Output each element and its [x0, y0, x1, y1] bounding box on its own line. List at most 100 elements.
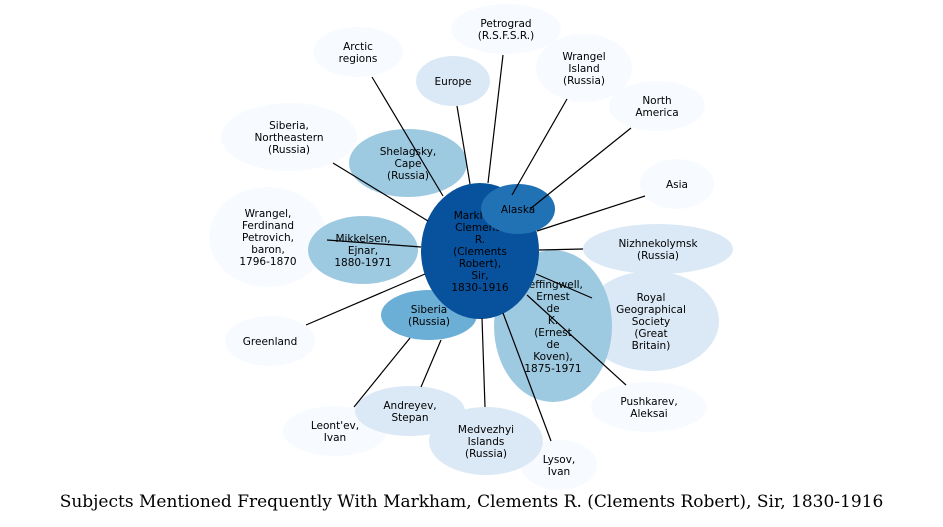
node-label-line: Ernest: [536, 291, 569, 303]
node-label-line: de: [546, 339, 559, 351]
node-label-line: Islands: [468, 436, 505, 448]
node-ellipse: [481, 184, 555, 234]
node-label-line: (Russia): [637, 250, 679, 262]
node-label-line: (Ernest: [534, 327, 572, 339]
edge-markham-medvezhyi: [481, 317, 486, 408]
edge-leffingwell-rgs: [535, 273, 593, 299]
node-label-line: 1830-1916: [451, 282, 509, 294]
node-label-line: Pushkarev,: [620, 396, 677, 408]
edges-layer: [305, 54, 646, 442]
edge-markham-asia: [536, 195, 646, 232]
node-asia[interactable]: Asia: [640, 159, 714, 209]
node-pushkarev[interactable]: Pushkarev,Aleksai: [591, 382, 707, 432]
node-label-line: Alaska: [501, 204, 535, 216]
edge-markham-greenland: [305, 273, 426, 326]
node-wrangel-ferdinand[interactable]: Wrangel,FerdinandPetrovich,baron,1796-18…: [209, 187, 327, 287]
node-label-line: 1880-1971: [334, 257, 391, 269]
node-label-line: Wrangel: [562, 51, 605, 63]
node-label-line: (Russia): [268, 144, 310, 156]
node-label-line: Society: [632, 316, 671, 328]
node-ellipse: [640, 159, 714, 209]
node-ellipse: [349, 129, 467, 197]
node-ellipse: [308, 216, 418, 284]
edge-siberia-andreyev: [420, 339, 442, 388]
node-nizhnekolymsk[interactable]: Nizhnekolymsk(Russia): [583, 224, 733, 274]
edge-markham-petrograd: [487, 54, 504, 184]
node-label-line: baron,: [251, 244, 285, 256]
node-label-line: Leont'ev,: [311, 420, 359, 432]
node-europe[interactable]: Europe: [416, 56, 490, 106]
node-mikkelsen[interactable]: Mikkelsen,Ejnar,1880-1971: [308, 216, 418, 284]
node-label-line: Royal: [637, 292, 666, 304]
edge-markham-arctic: [371, 76, 444, 197]
node-label-line: (R.S.F.S.R.): [478, 30, 534, 42]
node-label-line: (Russia): [563, 75, 605, 87]
node-label-line: Nizhnekolymsk: [618, 238, 698, 250]
edge-markham-nizhnekolymsk: [538, 248, 584, 251]
node-label-line: (Russia): [465, 448, 507, 460]
node-label-line: Shelagsky,: [380, 146, 437, 158]
graph-caption: Subjects Mentioned Frequently With Markh…: [59, 492, 884, 512]
node-label-line: Andreyev,: [383, 400, 436, 412]
node-label-line: America: [635, 107, 678, 119]
node-label-line: (Russia): [387, 170, 429, 182]
node-shelagsky[interactable]: Shelagsky,Cape(Russia): [349, 129, 467, 197]
node-label-line: Ivan: [324, 432, 346, 444]
node-label-line: Robert),: [459, 258, 501, 270]
node-ellipse: [221, 103, 357, 171]
node-label-line: Stepan: [392, 412, 429, 424]
node-label-line: Island: [568, 63, 599, 75]
edge-alaska-north_america: [529, 127, 632, 210]
node-label-line: R.: [475, 234, 485, 246]
node-label-line: North: [642, 95, 671, 107]
node-ellipse: [591, 382, 707, 432]
node-label-line: Europe: [435, 76, 472, 88]
node-label-line: de: [546, 303, 559, 315]
node-ellipse: [521, 440, 597, 490]
node-alaska[interactable]: Alaska: [481, 184, 555, 234]
node-label-line: (Russia): [408, 316, 450, 328]
node-ellipse: [416, 56, 490, 106]
node-andreyev[interactable]: Andreyev,Stepan: [355, 386, 465, 436]
node-label-line: K.: [548, 315, 558, 327]
node-label-line: Greenland: [243, 336, 297, 348]
node-ellipse: [583, 271, 719, 371]
node-ellipse: [225, 316, 315, 366]
node-label-line: 1796-1870: [239, 256, 296, 268]
node-label-line: Siberia: [411, 304, 447, 316]
node-siberia-ne[interactable]: Siberia,Northeastern(Russia): [221, 103, 357, 171]
edge-markham-siberia_ne: [332, 162, 429, 222]
node-ellipse: [451, 4, 561, 54]
node-label-line: Ejnar,: [348, 245, 378, 257]
node-label-line: Cape: [395, 158, 422, 170]
node-label-line: Geographical: [616, 304, 686, 316]
node-label-line: 1875-1971: [524, 363, 581, 375]
edge-leffingwell-lysov: [502, 312, 552, 442]
node-label-line: Medvezhyi: [458, 424, 514, 436]
node-ellipse: [429, 407, 543, 475]
edge-markham-europe: [456, 105, 471, 185]
node-ellipse: [355, 386, 465, 436]
node-label-line: regions: [339, 53, 378, 65]
node-ellipse: [609, 81, 705, 131]
edge-siberia-leontev: [353, 337, 411, 408]
edge-markham-wrangel_ferdinand: [326, 239, 422, 248]
node-ellipse: [313, 27, 403, 77]
node-label-line: Northeastern: [254, 132, 323, 144]
node-label-line: Koven),: [533, 351, 573, 363]
node-label-line: Petrograd: [480, 18, 531, 30]
node-ellipse: [583, 224, 733, 274]
node-label-line: Siberia,: [269, 120, 309, 132]
node-lysov[interactable]: Lysov,Ivan: [521, 440, 597, 490]
node-petrograd[interactable]: Petrograd(R.S.F.S.R.): [451, 4, 561, 54]
node-label-line: (Clements: [453, 246, 507, 258]
node-label-line: Wrangel,: [245, 208, 292, 220]
node-greenland[interactable]: Greenland: [225, 316, 315, 366]
node-label-line: Aleksai: [630, 408, 667, 420]
